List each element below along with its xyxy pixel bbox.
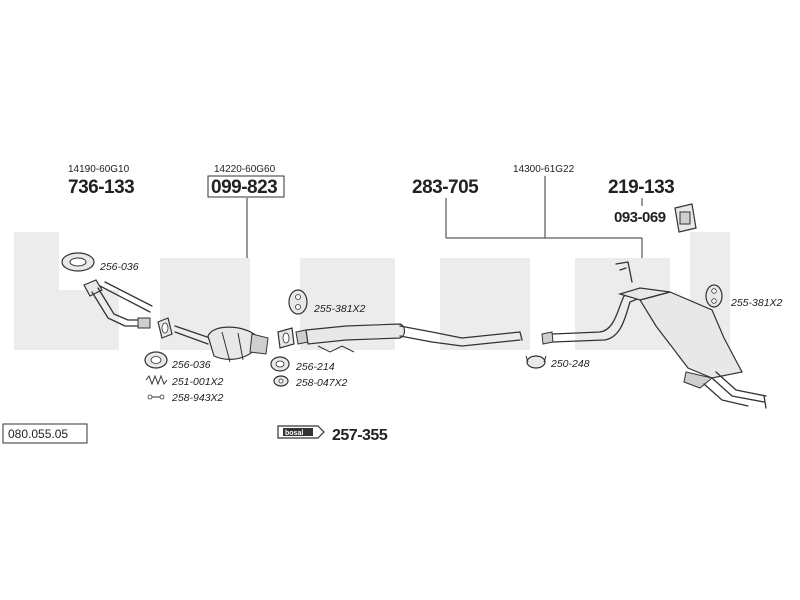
centre-pipe-part xyxy=(295,323,523,353)
hanger-left-part xyxy=(288,289,308,315)
label-bolts-cat: 258-047X2 xyxy=(295,377,348,389)
part-centre-pipe: 283-705 xyxy=(412,177,479,198)
label-springs: 251-001X2 xyxy=(171,376,224,388)
bolt-icon xyxy=(147,394,165,400)
nut-icon xyxy=(273,375,289,387)
front-pipe-part xyxy=(83,279,153,329)
flange-gasket xyxy=(157,317,173,339)
watermark-text: bosal xyxy=(0,0,3,1)
label-front-gasket: 256-036 xyxy=(99,261,139,273)
oe-front-pipe: 14190-60G10 xyxy=(68,164,130,175)
oe-catalyst: 14220-60G60 xyxy=(214,164,276,175)
intermediate-pipe-part xyxy=(541,261,641,345)
part-catalyst: 099-823 xyxy=(211,177,277,198)
paste-brand-text: bosal xyxy=(285,430,303,437)
catalog-code: 080.055.05 xyxy=(2,423,88,444)
oe-rear-system: 14300-61G22 xyxy=(513,164,575,175)
part-front-pipe: 736-133 xyxy=(68,177,134,198)
label-bolts-front: 258-943X2 xyxy=(171,392,224,404)
catalyst-part xyxy=(174,325,269,363)
label-hanger-right: 255-381X2 xyxy=(730,297,783,309)
bosal-watermark: bosal xyxy=(0,0,730,350)
rubber-mount-part xyxy=(674,203,697,233)
fitting-gasket-ring xyxy=(144,351,168,369)
label-hanger-left: 255-381X2 xyxy=(313,303,366,315)
cat-gasket-part xyxy=(277,327,295,349)
front-gasket xyxy=(61,252,95,272)
rear-silencer-part xyxy=(617,287,767,409)
label-clamp: 250-248 xyxy=(550,358,590,370)
label-cat-gasket: 256-214 xyxy=(295,361,335,373)
catalog-code-text: 080.055.05 xyxy=(8,427,68,441)
hanger-right-part xyxy=(705,284,723,308)
spring-icon xyxy=(145,374,168,386)
part-rubber-mount: 093-069 xyxy=(614,209,666,226)
part-rear-silencer: 219-133 xyxy=(608,177,674,198)
label-flange-gasket: 256-036 xyxy=(171,359,211,371)
assembly-paste-part: bosal xyxy=(277,425,325,439)
cat-gasket-ring xyxy=(270,356,290,372)
part-assembly-paste: 257-355 xyxy=(332,427,388,444)
clamp-part xyxy=(525,355,547,369)
